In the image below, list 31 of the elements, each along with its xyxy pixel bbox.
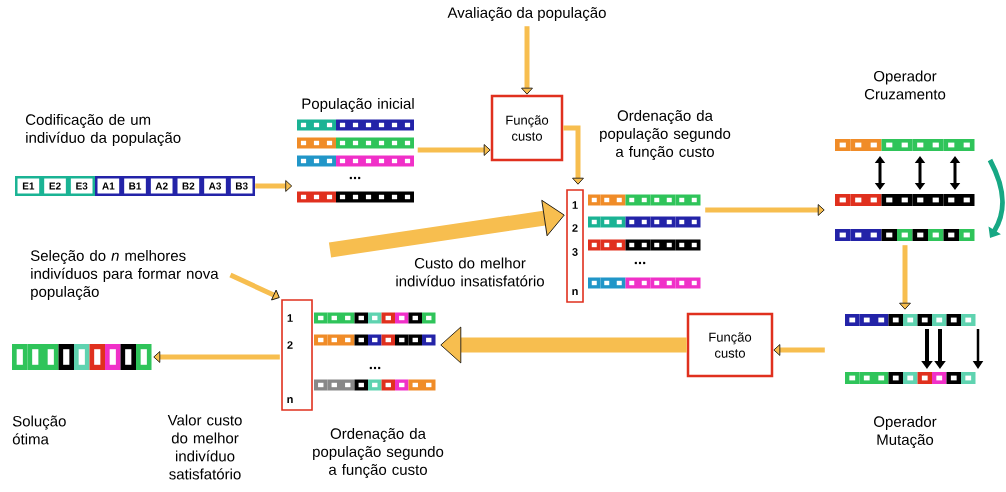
rank-box: 1 2 3 n (566, 189, 584, 303)
ellipsis: ... (634, 261, 646, 265)
block-arrow (899, 245, 911, 310)
node-label: Ordenação da população segundo a função custo (313, 427, 444, 478)
edge-label: Custo do melhor indivíduo insatisfatório (396, 257, 544, 287)
node-label: Operador Mutação (874, 415, 937, 448)
edge-label: Valor custo do melhor indivíduo satisfatório (167, 414, 242, 480)
block-arrow (705, 204, 825, 216)
encoding-strip: E1 E2 E3 A1 B1 A2 B2 A3 B3 (15, 176, 255, 196)
node-label: Operador Cruzamento (864, 70, 946, 100)
heading: Avaliação da população (447, 6, 606, 22)
block-arrow (773, 344, 825, 356)
node-label: Ordenação da população segundo a função custo (600, 109, 731, 160)
block-arrow (255, 180, 293, 192)
node-label: População inicial (302, 97, 414, 113)
node-label: Solução ótima (12, 415, 66, 445)
block-arrow (328, 199, 565, 258)
function-box: Função custo (686, 312, 774, 378)
node-label: Codificação de um indivíduo da população (26, 113, 181, 146)
block-arrow (521, 26, 533, 95)
ellipsis: ... (349, 176, 361, 180)
caption: Seleção do n melhores indivíduos para formar nova população (30, 249, 219, 300)
chromosome-strip (12, 344, 152, 370)
rank-box: 1 2 n (281, 299, 313, 411)
block-arrow (417, 144, 491, 156)
block-arrow (563, 125, 584, 185)
block-arrow (229, 272, 280, 301)
block-arrow (440, 326, 687, 364)
ellipsis: ... (369, 366, 381, 370)
block-arrow (153, 351, 280, 363)
function-box: Função custo (490, 94, 564, 162)
